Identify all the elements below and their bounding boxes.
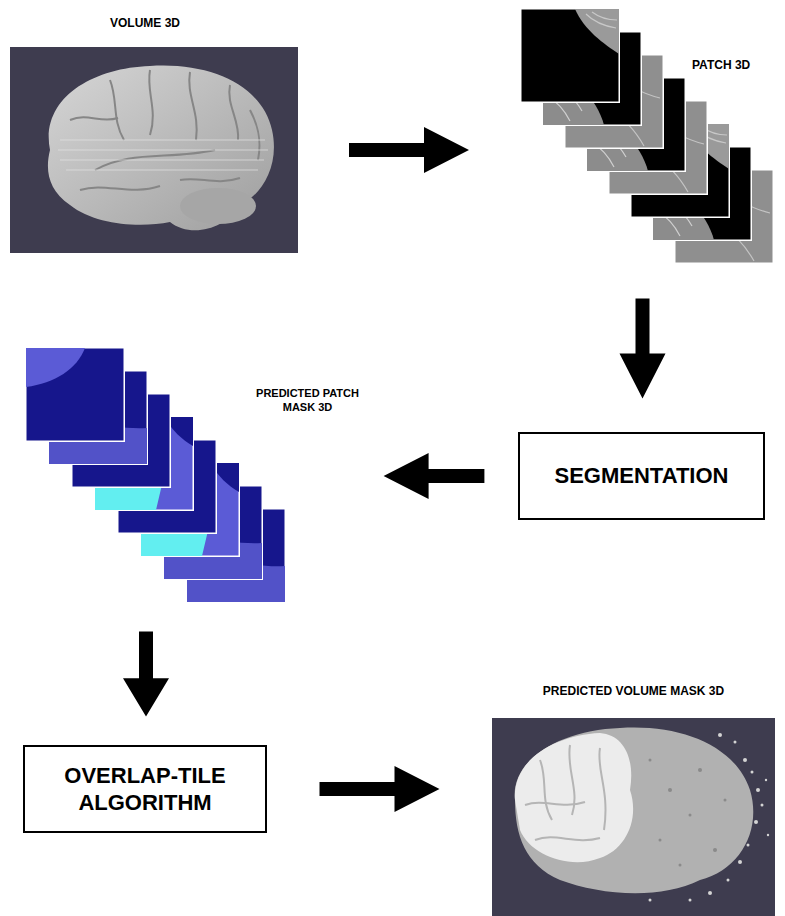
box-label: SEGMENTATION bbox=[555, 462, 729, 490]
patch-stack-node: PATCH 3D bbox=[520, 8, 775, 265]
text-holder: SEGMENTATION bbox=[543, 456, 741, 496]
block-arrow bbox=[620, 298, 666, 398]
block-arrow bbox=[320, 766, 440, 812]
block-arrow bbox=[384, 453, 485, 499]
process-box: OVERLAP-TILE ALGORITHM bbox=[23, 745, 267, 833]
block-arrow bbox=[123, 631, 169, 716]
volume-image-node: VOLUME 3D bbox=[10, 47, 298, 253]
brain-volume-render bbox=[10, 47, 298, 253]
process-box: SEGMENTATION bbox=[518, 432, 765, 520]
text-holder: OVERLAP-TILE ALGORITHM bbox=[25, 756, 265, 823]
patch-stack-art bbox=[521, 9, 774, 264]
mask-volume-render bbox=[492, 718, 775, 916]
mask-stack-art bbox=[26, 348, 286, 603]
image-heading: PATCH 3D bbox=[692, 58, 772, 73]
image-heading: PREDICTED VOLUME MASK 3D bbox=[492, 684, 775, 699]
block-arrow bbox=[349, 127, 469, 173]
image-heading: PREDICTED PATCH MASK 3D bbox=[250, 387, 365, 415]
mask-stack-node: PREDICTED PATCH MASK 3D bbox=[25, 347, 350, 603]
image-heading: VOLUME 3D bbox=[10, 16, 280, 31]
mask-volume-node: PREDICTED VOLUME MASK 3D bbox=[492, 718, 775, 916]
box-label: OVERLAP-TILE ALGORITHM bbox=[37, 762, 253, 817]
